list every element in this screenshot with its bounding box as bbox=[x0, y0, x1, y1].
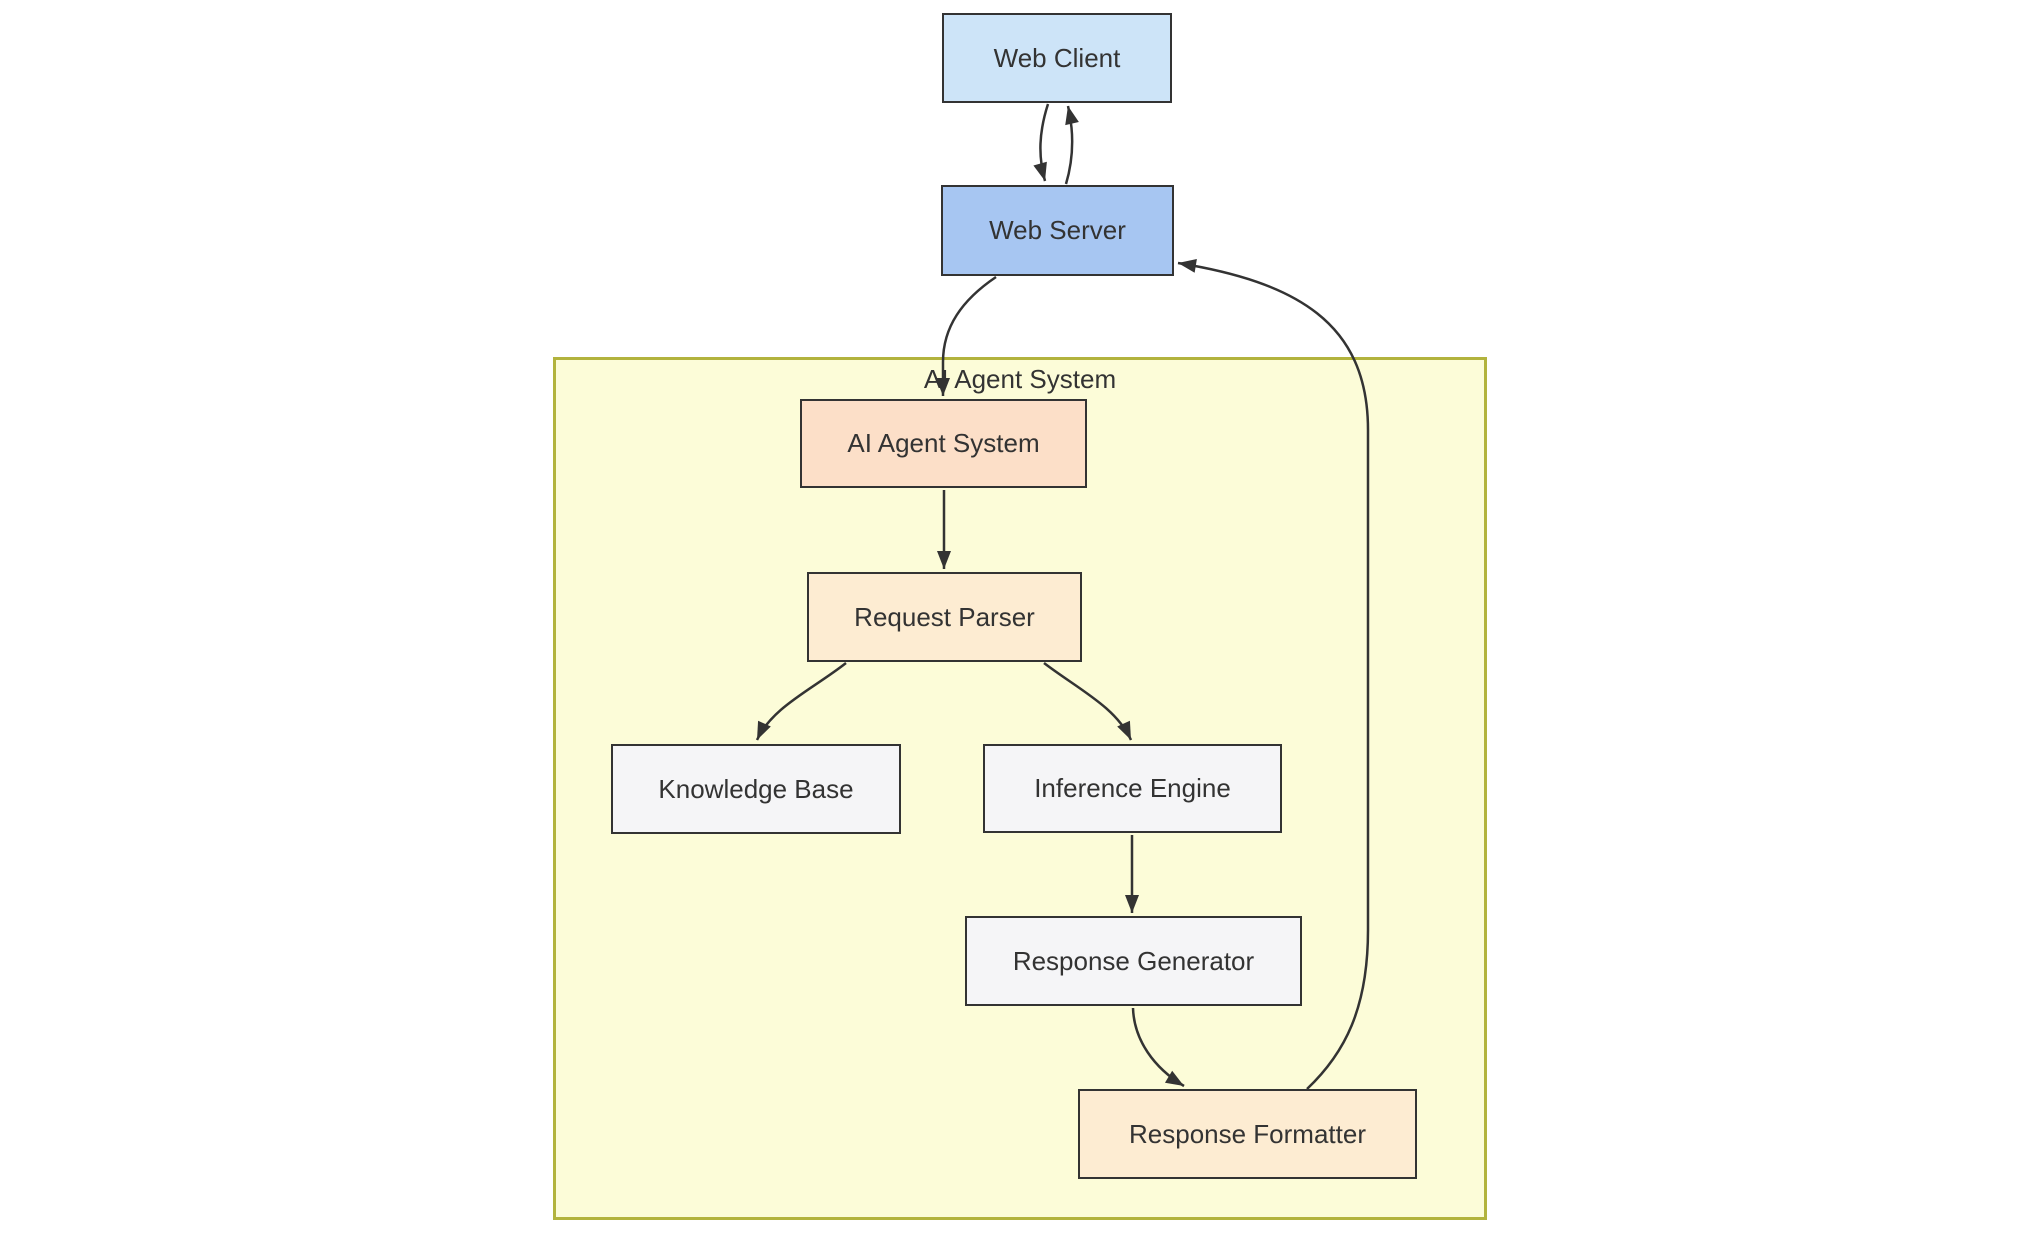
node-web-client: Web Client bbox=[942, 13, 1172, 103]
node-inference-engine: Inference Engine bbox=[983, 744, 1282, 833]
subgraph-title: AI Agent System bbox=[923, 364, 1117, 394]
edge-web-client-to-web-server bbox=[1033, 103, 1050, 182]
node-response-generator: Response Generator bbox=[965, 916, 1302, 1006]
edge-web-server-to-web-client bbox=[1064, 105, 1079, 185]
node-response-generator-label: Response Generator bbox=[1012, 945, 1255, 976]
node-ai-agent-system-label: AI Agent System bbox=[847, 428, 1040, 458]
node-request-parser-label: Request Parser bbox=[854, 601, 1035, 632]
node-inference-engine-label: Inference Engine bbox=[1034, 773, 1231, 803]
node-response-formatter-label: Response Formatter bbox=[1129, 1118, 1366, 1149]
node-web-server-label: Web Server bbox=[989, 215, 1126, 245]
node-request-parser: Request Parser bbox=[807, 572, 1082, 662]
node-knowledge-base-label: Knowledge Base bbox=[658, 773, 854, 804]
node-response-formatter: Response Formatter bbox=[1078, 1089, 1417, 1179]
node-ai-agent-system: AI Agent System bbox=[800, 399, 1087, 488]
node-web-server: Web Server bbox=[941, 185, 1174, 276]
node-knowledge-base: Knowledge Base bbox=[611, 744, 901, 834]
node-web-client-label: Web Client bbox=[993, 42, 1121, 73]
